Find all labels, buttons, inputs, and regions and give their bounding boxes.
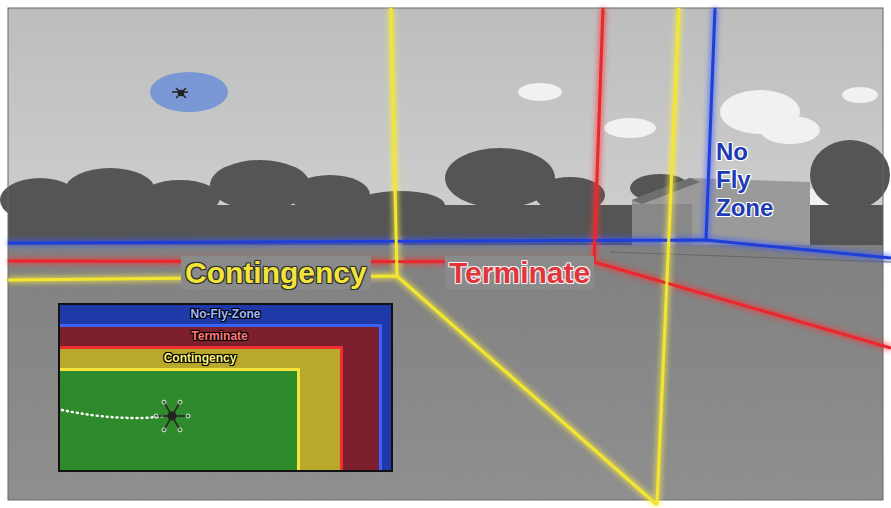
drone-halo xyxy=(150,72,228,112)
drone-rotor xyxy=(178,400,182,404)
drone-rotor xyxy=(162,428,166,432)
zone-name: Terminate xyxy=(60,327,379,343)
drone xyxy=(172,88,188,98)
tree-line xyxy=(0,140,890,247)
drone-body xyxy=(168,412,177,421)
terminate-band: TerminateContingency xyxy=(60,324,382,470)
grass xyxy=(8,245,883,500)
grass-texture xyxy=(8,245,883,500)
zone-name: Contingency xyxy=(60,349,340,365)
safe-area xyxy=(60,368,300,470)
drone-rotor xyxy=(162,400,166,404)
zone-label: Contingency xyxy=(181,256,371,289)
sky xyxy=(8,8,883,500)
drone-rotor xyxy=(186,414,190,418)
zone-label: No Fly Zone xyxy=(716,138,773,222)
drone-rotor xyxy=(178,428,182,432)
geofence-lines xyxy=(8,8,891,505)
flight-path xyxy=(62,410,164,418)
no-fly-zone-band: No-Fly-ZoneTerminateContingency xyxy=(58,303,393,472)
contingency-band: Contingency xyxy=(60,346,343,470)
drone-path-icon xyxy=(60,371,297,481)
geofence-glow xyxy=(8,8,891,505)
drone-rotor xyxy=(154,414,158,418)
zone-name: No-Fly-Zone xyxy=(60,305,391,321)
zone-label: Terminate xyxy=(445,256,594,289)
photo-frame xyxy=(8,8,883,500)
